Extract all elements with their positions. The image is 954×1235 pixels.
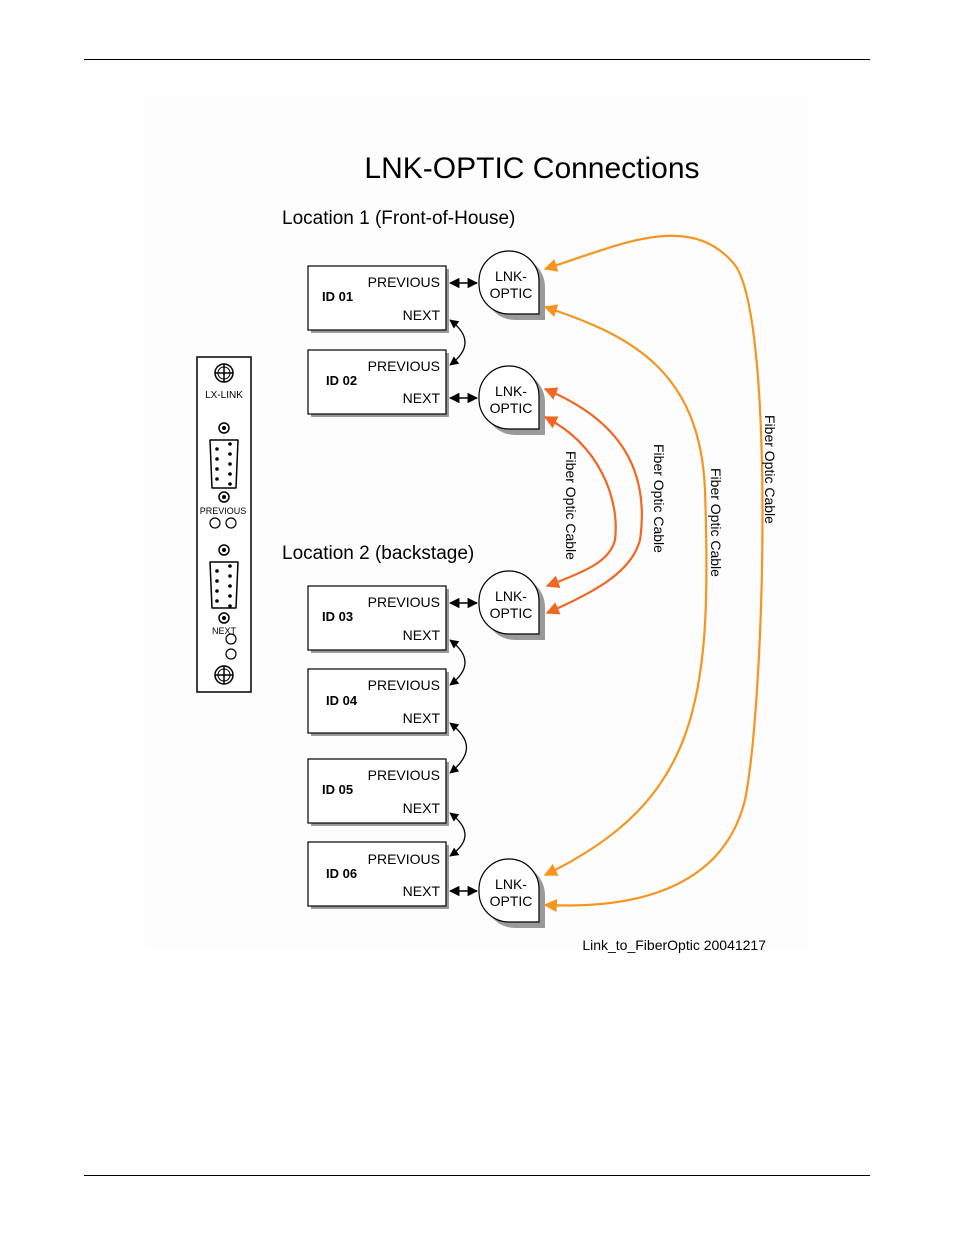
optic-label: LNK-	[495, 876, 527, 892]
device-id: ID 02	[326, 373, 357, 388]
led-indicator-icon	[225, 517, 237, 529]
bottom-rule	[84, 1175, 870, 1176]
previous-port-label: PREVIOUS	[368, 594, 440, 610]
device-box-04: ID 04 PREVIOUS NEXT	[307, 668, 449, 736]
mount-screw-icon	[214, 363, 234, 383]
device-box-03: ID 03 PREVIOUS NEXT	[307, 585, 449, 653]
chain-arrow	[449, 812, 466, 857]
chain-arrow	[449, 639, 466, 686]
previous-port-label: PREVIOUS	[368, 358, 440, 374]
location-2-label: Location 2 (backstage)	[282, 543, 474, 564]
db9-connector-icon	[209, 422, 239, 503]
optic-label: OPTIC	[490, 285, 533, 301]
diagram-title: LNK-OPTIC Connections	[364, 152, 699, 185]
optic-label: OPTIC	[490, 400, 533, 416]
device-id: ID 01	[322, 289, 353, 304]
device-box-01: ID 01 PREVIOUS NEXT	[307, 265, 449, 333]
previous-port-label: PREVIOUS	[368, 677, 440, 693]
led-indicator-icon	[225, 633, 237, 645]
location-1-label: Location 1 (Front-of-House)	[282, 208, 515, 229]
led-indicator-icon	[209, 517, 221, 529]
lnk-optic-unit-4: LNK- OPTIC	[478, 858, 545, 928]
next-port-label: NEXT	[403, 307, 441, 323]
fiber-cable-label: Fiber Optic Cable	[563, 451, 579, 560]
lnk-optic-unit-1: LNK- OPTIC	[478, 250, 545, 320]
device-id: ID 04	[326, 693, 358, 708]
next-port-label: NEXT	[403, 883, 441, 899]
lx-link-previous-label: PREVIOUS	[200, 506, 247, 516]
device-box-06: ID 06 PREVIOUS NEXT	[307, 841, 449, 909]
optic-label: OPTIC	[490, 893, 533, 909]
lx-link-next-label: NEXT	[212, 626, 237, 636]
lnk-optic-unit-3: LNK- OPTIC	[478, 570, 545, 640]
optic-label: LNK-	[495, 268, 527, 284]
lnk-optic-unit-2: LNK- OPTIC	[478, 365, 545, 435]
device-box-05: ID 05 PREVIOUS NEXT	[307, 758, 449, 826]
next-port-label: NEXT	[403, 390, 441, 406]
previous-port-label: PREVIOUS	[368, 851, 440, 867]
device-id: ID 06	[326, 866, 357, 881]
next-port-label: NEXT	[403, 800, 441, 816]
device-box-02: ID 02 PREVIOUS NEXT	[307, 349, 449, 417]
next-port-label: NEXT	[403, 710, 441, 726]
fiber-cable-short-outer	[543, 387, 643, 615]
chain-arrow	[449, 319, 466, 366]
led-indicator-icon	[225, 648, 237, 660]
lx-link-panel: LX-LINK PREVIOUS NEXT	[196, 356, 252, 693]
chain-arrow	[449, 722, 467, 774]
previous-port-label: PREVIOUS	[368, 767, 440, 783]
previous-port-label: PREVIOUS	[368, 274, 440, 290]
figure-caption: Link_to_FiberOptic 20041217	[582, 937, 766, 953]
device-id: ID 05	[322, 782, 353, 797]
fiber-cable-short-inner	[543, 416, 617, 589]
top-rule	[84, 59, 870, 60]
fiber-cable-long-outer	[543, 234, 764, 913]
device-id: ID 03	[322, 609, 353, 624]
fiber-cable-label: Fiber Optic Cable	[651, 444, 667, 553]
mount-screw-icon	[214, 665, 234, 685]
optic-label: LNK-	[495, 383, 527, 399]
lx-link-name: LX-LINK	[205, 390, 243, 401]
next-port-label: NEXT	[403, 627, 441, 643]
fiber-cable-label: Fiber Optic Cable	[708, 468, 724, 577]
optic-label: LNK-	[495, 588, 527, 604]
fiber-cable-label: Fiber Optic Cable	[762, 415, 778, 524]
fiber-cable-long-inner	[543, 304, 708, 876]
db9-connector-icon	[209, 544, 239, 624]
optic-label: OPTIC	[490, 605, 533, 621]
